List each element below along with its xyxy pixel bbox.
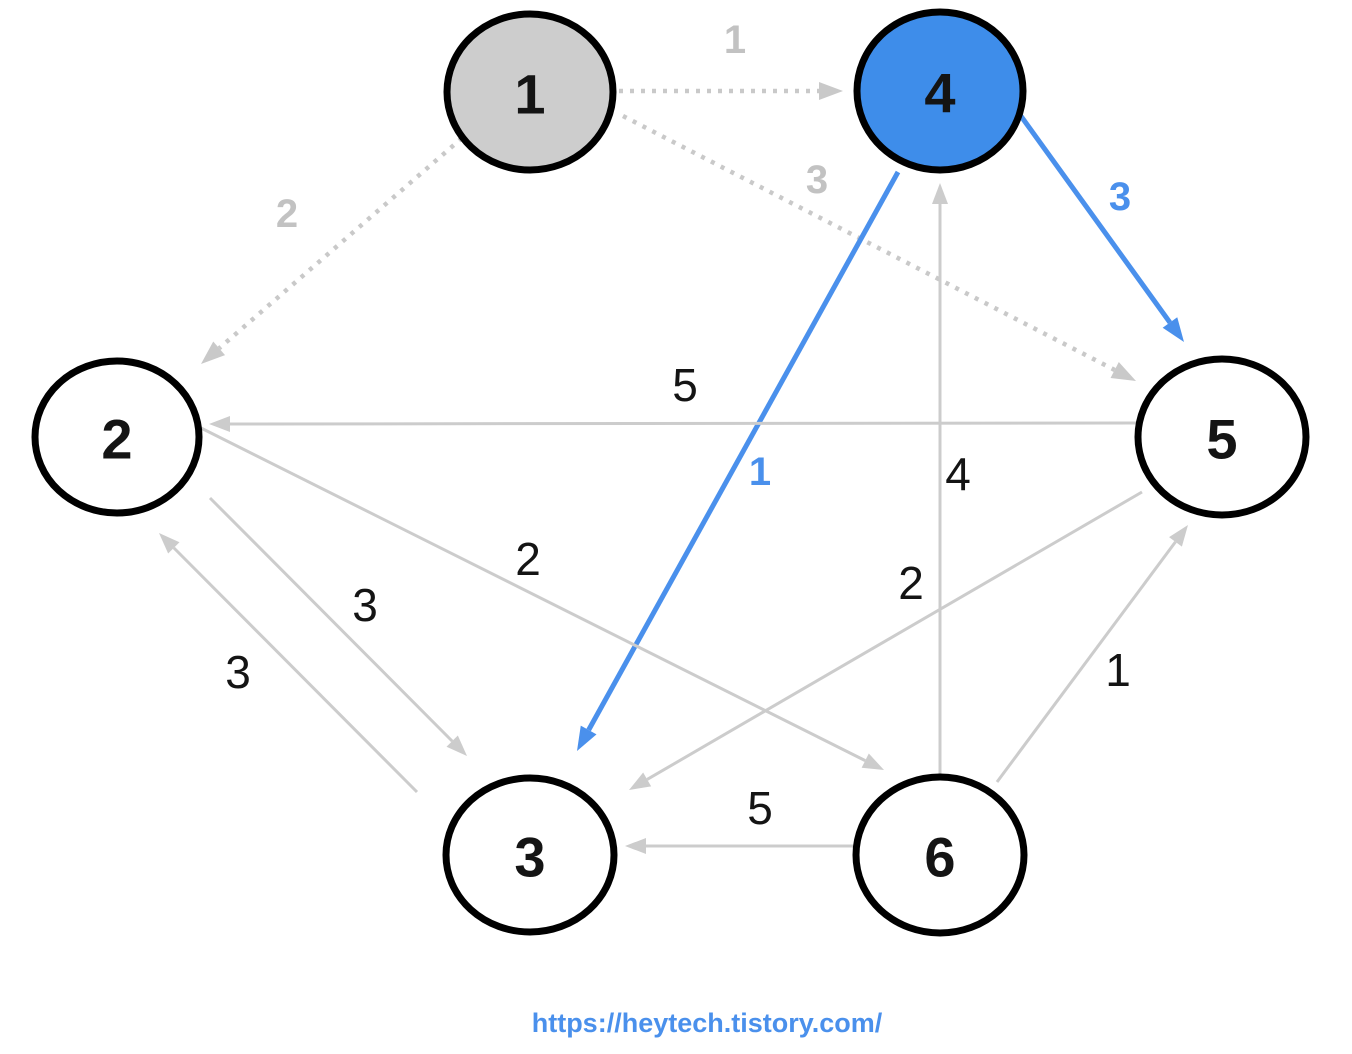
node-circle [442,774,618,936]
edge-weight-label: 1 [749,450,771,494]
edge-weight-label: 3 [1109,175,1131,219]
edge-6-to-5: 1 [995,525,1188,783]
edge-line [646,490,1143,781]
arrowhead-icon [446,735,467,756]
node-label: 5 [1206,408,1237,471]
node-label: 6 [924,826,955,889]
node-label: 2 [101,408,132,471]
arrowhead-icon [819,82,843,100]
node-label: 1 [514,63,545,126]
edge-line [995,540,1177,783]
edge-5-to-3: 2 [629,490,1143,790]
arrowhead-icon [577,725,597,751]
arrowhead-icon [625,838,646,854]
edge-weight-label: 3 [352,579,378,631]
node-label: 4 [924,62,955,125]
edge-weight-label: 2 [276,192,298,236]
arrowhead-icon [159,533,180,554]
edge-weight-label: 5 [747,782,773,834]
node-label: 3 [514,826,545,889]
arrowhead-icon [209,415,231,432]
edge-weight-label: 1 [724,18,746,62]
node-4: 4 [853,8,1027,174]
edge-3-to-2: 3 [159,533,419,794]
edge-1-to-2: 2 [201,136,464,364]
edge-line [208,496,454,743]
arrowhead-icon [932,183,948,204]
node-3: 3 [442,774,618,936]
edge-2-to-3: 3 [208,496,467,756]
graph-layer: 1 2 3 3 1 5 2 4 1 5 2 3 3 1 4 2 5 3 6 [31,8,1310,937]
arrowhead-icon [201,341,226,364]
node-5: 5 [1134,355,1310,519]
edge-line [1015,110,1172,325]
node-circle [443,10,617,174]
edge-1-to-5: 3 [621,114,1136,381]
edge-weight-label: 1 [1105,644,1131,696]
edge-line [621,114,1116,372]
node-6: 6 [852,773,1028,937]
edge-6-to-4: 4 [932,183,971,774]
edge-weight-label: 3 [806,158,828,202]
edge-4-to-3: 1 [577,170,901,751]
edge-line [172,546,419,794]
arrowhead-icon [1169,525,1188,547]
arrowhead-icon [1162,317,1184,342]
node-circle [853,8,1027,174]
edge-4-to-5: 3 [1015,110,1184,342]
node-circle [31,357,203,517]
edge-line [217,136,464,350]
edge-6-to-3: 5 [625,782,856,854]
footer-url-link[interactable]: https://heytech.tistory.com/ [532,1008,883,1038]
edge-2-to-6: 2 [198,425,884,770]
edge-line [198,425,866,762]
node-1: 1 [443,10,617,174]
node-circle [1134,355,1310,519]
edge-1-to-4: 1 [619,18,843,100]
arrowhead-icon [1110,361,1136,381]
edge-line [586,170,901,732]
arrowhead-icon [861,753,884,770]
arrowhead-icon [629,772,652,790]
edge-weight-label: 2 [898,557,924,609]
edge-weight-label: 3 [225,646,251,698]
edge-weight-label: 5 [672,359,698,411]
edge-weight-label: 2 [515,533,541,585]
node-2: 2 [31,357,203,517]
edge-weight-label: 4 [945,448,971,500]
node-circle [852,773,1028,937]
edge-5-to-2: 5 [209,359,1138,432]
edge-line [229,421,1138,426]
